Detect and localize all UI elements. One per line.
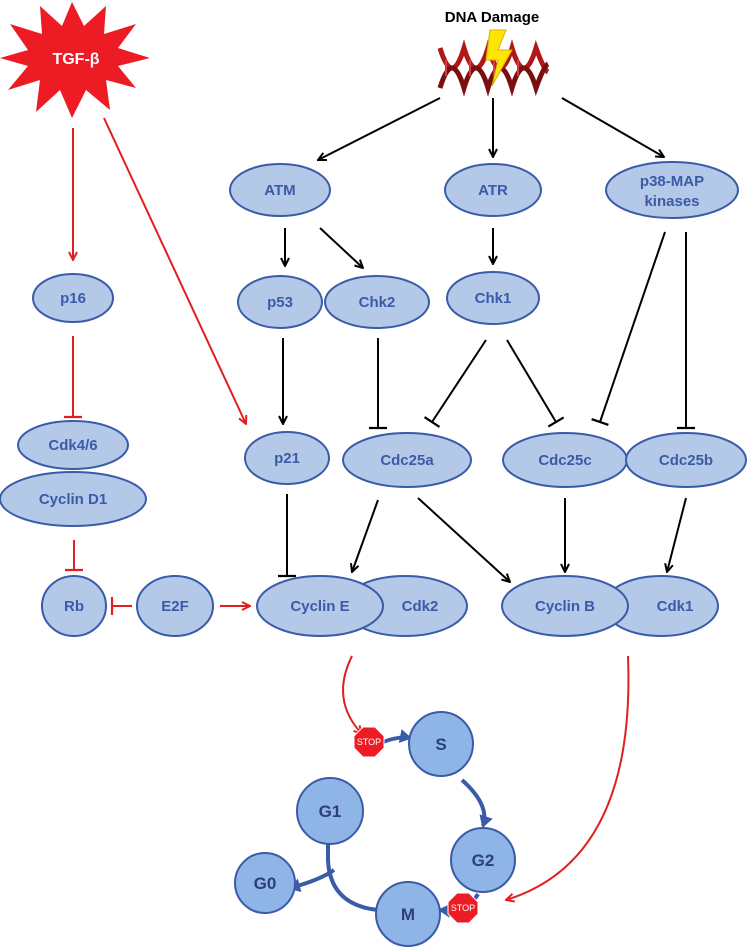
node-atm: ATM	[229, 163, 331, 217]
s-label: S	[435, 735, 446, 754]
stop-sign-icon: STOP	[447, 892, 479, 924]
node-p38-map-kinases: p38-MAP kinases	[605, 161, 739, 219]
chk1-label: Chk1	[475, 290, 512, 307]
node-p16: p16	[32, 273, 114, 323]
node-p21: p21	[244, 431, 330, 485]
rb-label: Rb	[64, 598, 84, 615]
cdc25c-label: Cdc25c	[538, 452, 591, 469]
cyclin-d1-label: Cyclin D1	[39, 491, 107, 508]
node-cdc25b: Cdc25b	[625, 432, 747, 488]
p38-label-line2: kinases	[644, 193, 699, 210]
node-cdc25c: Cdc25c	[502, 432, 628, 488]
node-cyclin-e-cdk2: Cyclin E Cdk2	[256, 575, 468, 637]
node-cdk46: Cdk4/6	[17, 420, 129, 470]
node-cdc25a: Cdc25a	[342, 432, 472, 488]
node-cyclin-d1: Cyclin D1	[0, 471, 147, 527]
dna-damage-label: DNA Damage	[445, 9, 539, 26]
inhibition-lines	[278, 231, 695, 578]
p21-label: p21	[274, 450, 300, 467]
phase-g2: G2	[450, 827, 516, 893]
phase-g1: G1	[296, 777, 364, 845]
stop-sign-icon: STOP	[353, 726, 385, 758]
cyclin-e-label: Cyclin E	[290, 598, 349, 615]
node-cyclin-b-cdk1: Cyclin B Cdk1	[501, 575, 719, 637]
node-e2f: E2F	[136, 575, 214, 637]
g0-label: G0	[254, 874, 277, 893]
node-atr: ATR	[444, 163, 542, 217]
phase-s: S	[408, 711, 474, 777]
cdc25a-label: Cdc25a	[380, 452, 434, 469]
g2-label: G2	[472, 851, 495, 870]
phase-m: M	[375, 881, 441, 947]
p16-label: p16	[60, 290, 86, 307]
node-rb: Rb	[41, 575, 107, 637]
node-p53: p53	[237, 275, 323, 329]
tgf-pathway-arrows	[64, 117, 630, 900]
atr-label: ATR	[478, 182, 508, 199]
p53-label: p53	[267, 294, 293, 311]
atm-label: ATM	[264, 182, 295, 199]
lightning-bolt-icon	[485, 29, 513, 87]
cdc25b-label: Cdc25b	[659, 452, 713, 469]
stop-label-g1-s: STOP	[357, 737, 381, 747]
node-chk1: Chk1	[446, 271, 540, 325]
starburst-icon	[0, 2, 150, 118]
phase-g0: G0	[234, 852, 296, 914]
node-chk2: Chk2	[324, 275, 430, 329]
cdk46-label: Cdk4/6	[48, 437, 97, 454]
e2f-label: E2F	[161, 598, 189, 615]
cell-cycle: S G1 G2 M G0 STOP STOP	[234, 711, 516, 947]
g1-label: G1	[319, 802, 342, 821]
cyclin-b-label: Cyclin B	[535, 598, 595, 615]
p38-label-line1: p38-MAP	[640, 173, 704, 190]
tgf-beta-burst: TGF-β	[0, 2, 150, 118]
activation-arrows	[283, 97, 687, 582]
chk2-label: Chk2	[359, 294, 396, 311]
tgf-beta-label: TGF-β	[52, 51, 99, 68]
cdk1-label: Cdk1	[657, 598, 694, 615]
m-label: M	[401, 905, 415, 924]
stop-label-g2-m: STOP	[451, 903, 475, 913]
cdk2-label: Cdk2	[402, 598, 439, 615]
